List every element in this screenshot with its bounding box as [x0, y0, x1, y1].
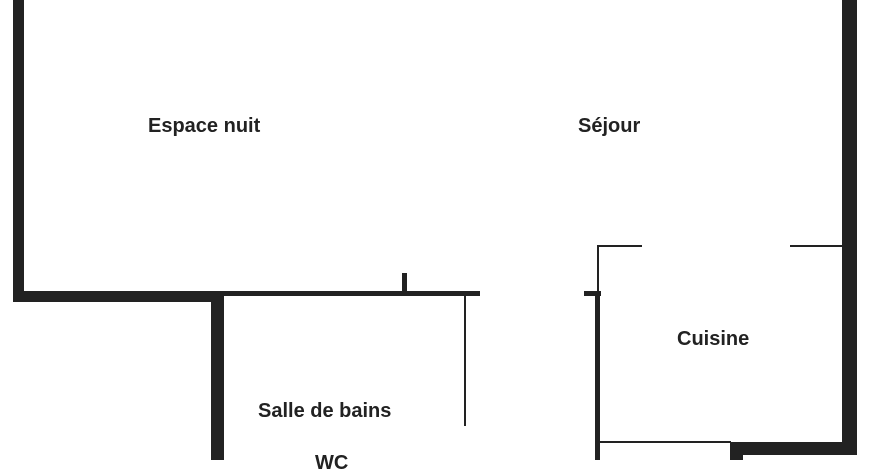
wall-partition-horizontal [211, 291, 480, 296]
room-label-salle-de-bains: Salle de bains [258, 400, 392, 422]
wall-right-outer [842, 0, 857, 455]
wall-bottom-right-stub [730, 442, 743, 460]
wall-cuisine-tick [584, 291, 601, 296]
wall-cuisine-left [595, 292, 600, 460]
wall-bottom-right [730, 442, 857, 455]
wall-salle-de-bains-right [464, 296, 466, 426]
wall-cuisine-bottom-thin [600, 441, 731, 443]
room-label-espace-nuit: Espace nuit [148, 115, 261, 137]
room-label-wc: WC [315, 452, 349, 474]
wall-left-outer [13, 0, 24, 302]
wall-cuisine-left-upper [597, 245, 599, 293]
wall-espace-nuit-bottom [13, 291, 224, 302]
wall-tick [402, 273, 407, 293]
wall-cuisine-top-left [597, 245, 642, 247]
room-label-cuisine: Cuisine [677, 328, 750, 350]
room-label-sejour: Séjour [578, 115, 641, 137]
floor-plan: Espace nuit Séjour Cuisine Salle de bain… [13, 0, 857, 473]
wall-cuisine-top-right [790, 245, 842, 247]
wall-salle-de-bains-left [211, 291, 224, 460]
